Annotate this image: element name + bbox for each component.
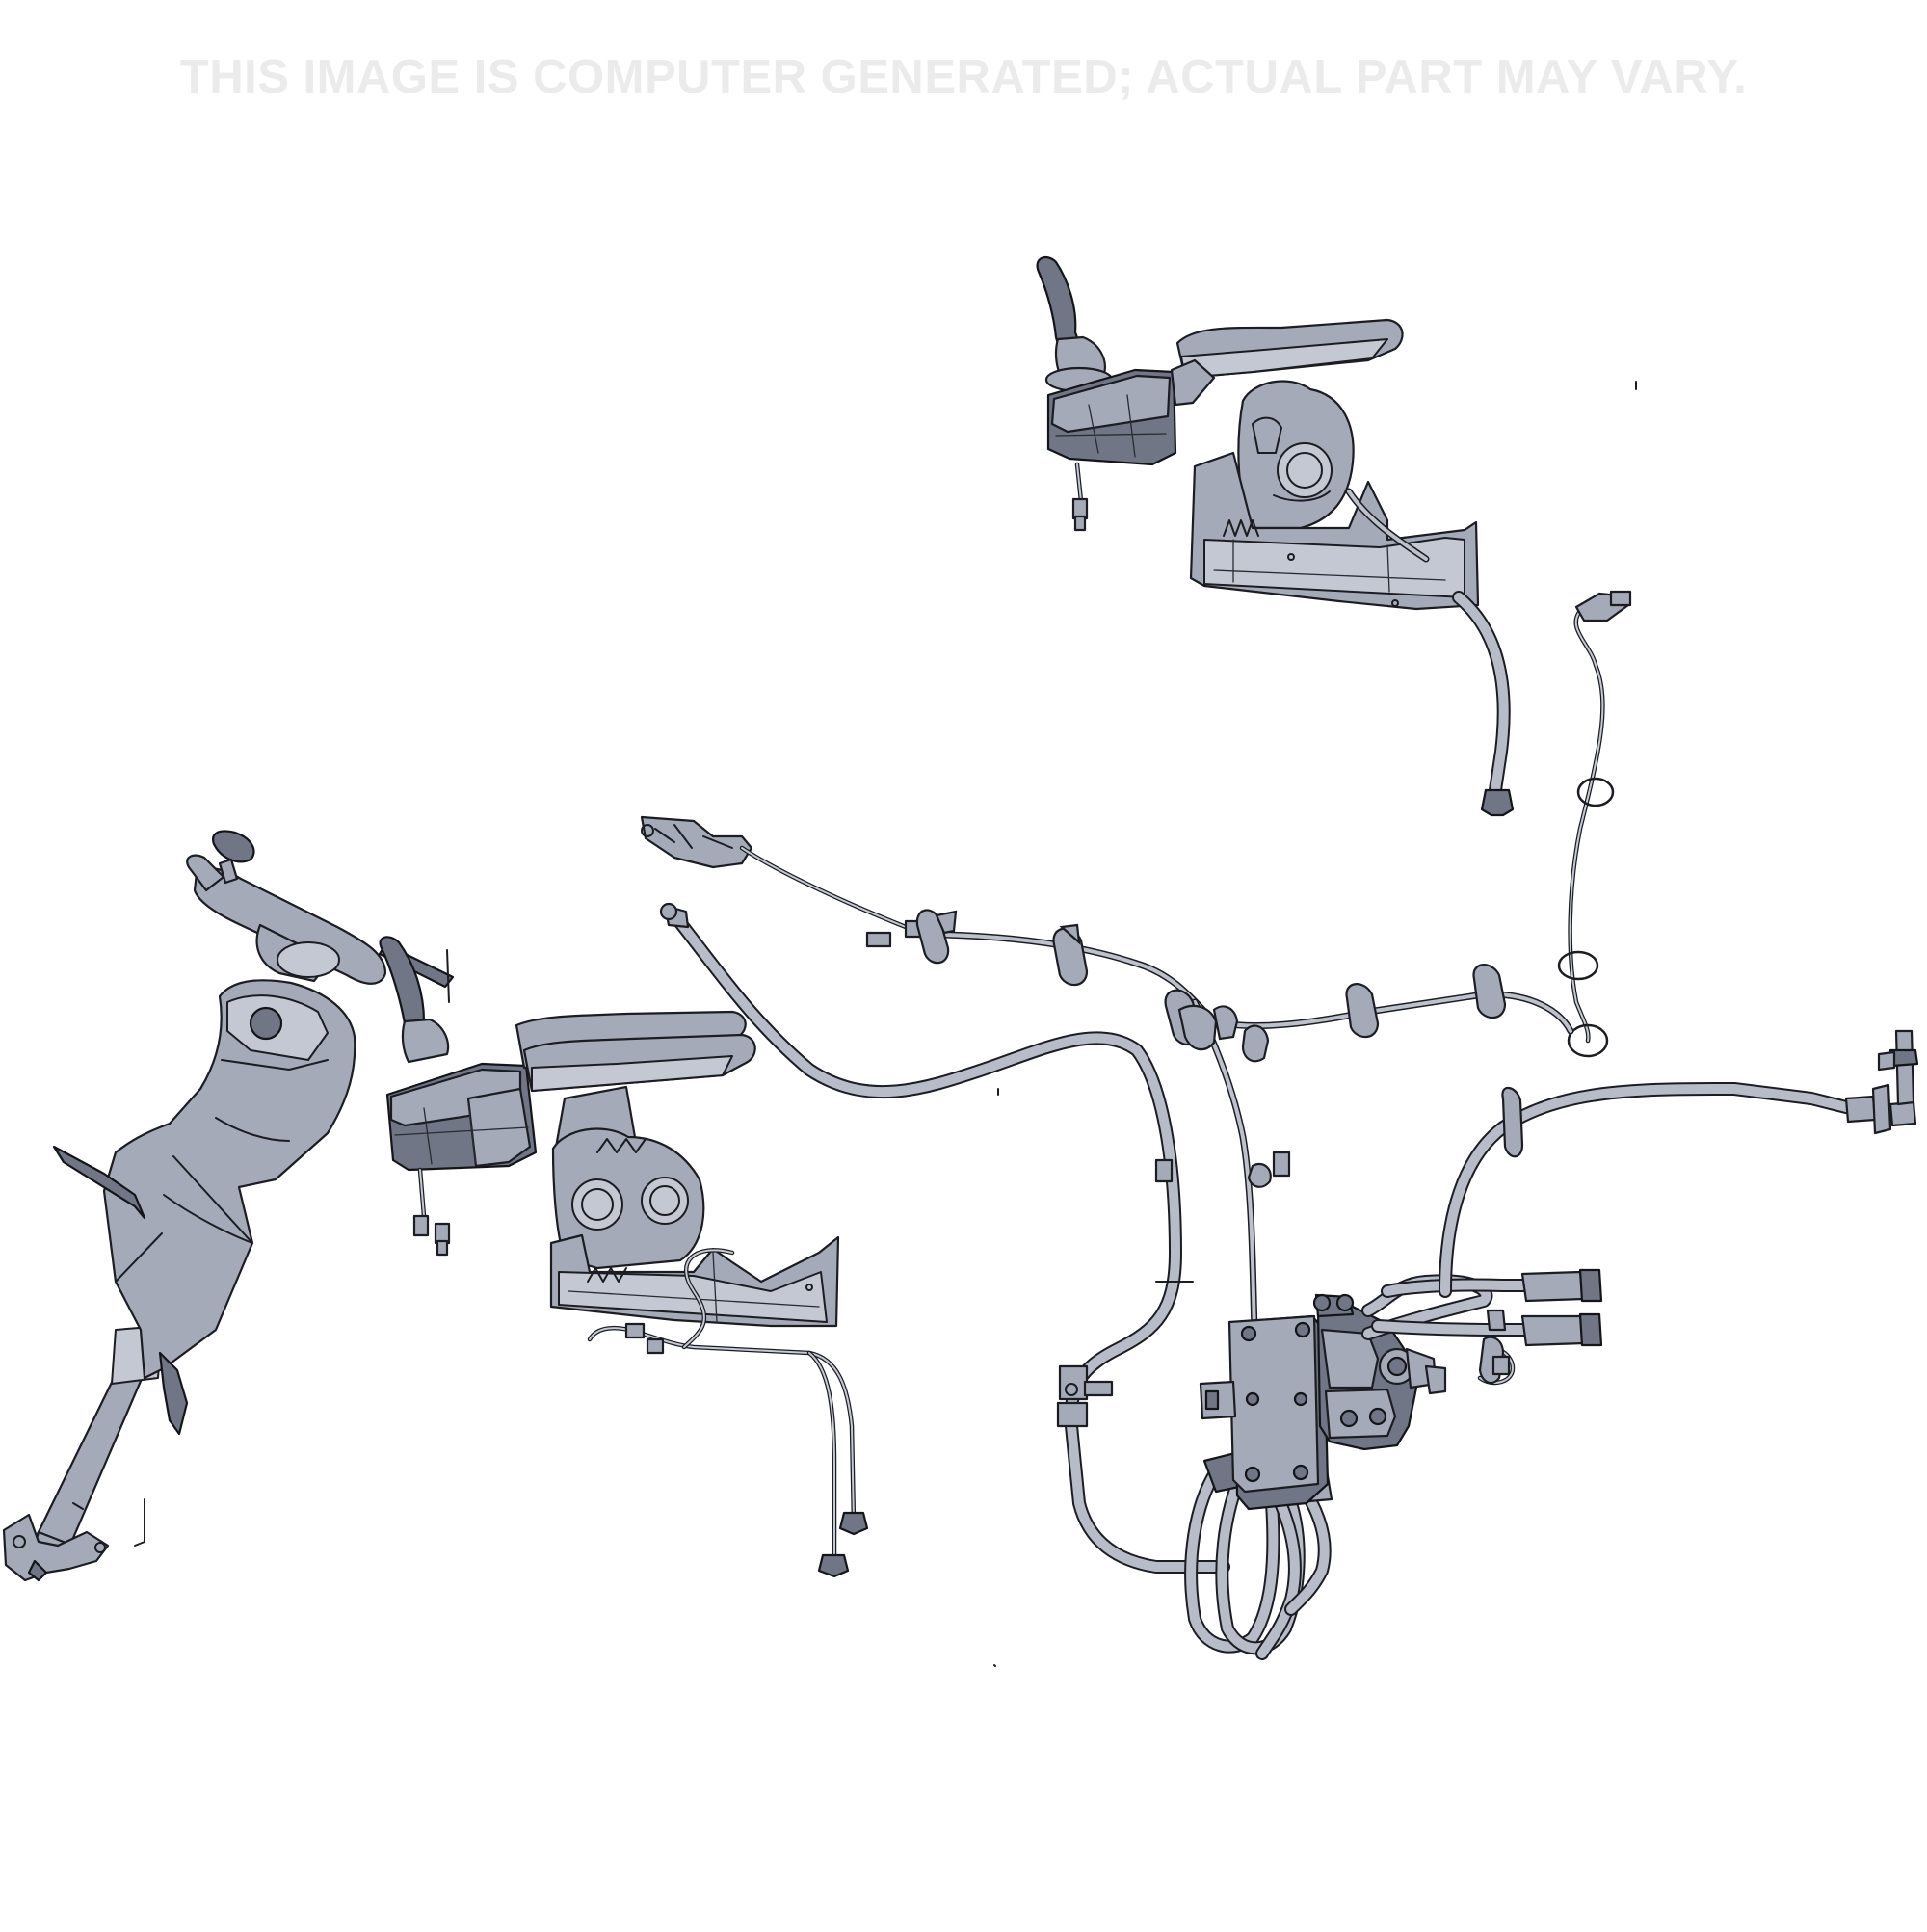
armrest-console-assembly-lower [379,936,869,1578]
harness-clip-4 [1345,983,1380,1039]
steering-column-assembly [2,830,455,1582]
hydraulic-valve-assembly [1184,1029,1919,1660]
harness-clip-1 [915,909,958,965]
harness-upper-armrest [1345,488,1515,817]
hydraulic-hose-left [659,902,1230,1667]
harness-clip-2 [1052,923,1089,987]
disclaimer-text: THIS IMAGE IS COMPUTER GENERATED; ACTUAL… [179,51,1748,103]
harness-clip-3 [1164,989,1270,1063]
harness-right-vertical [1557,381,1637,1058]
harness-clip-5 [1472,964,1507,1019]
central-wiring-harness [640,815,1574,1334]
armrest-console-assembly-upper [1036,255,1480,611]
